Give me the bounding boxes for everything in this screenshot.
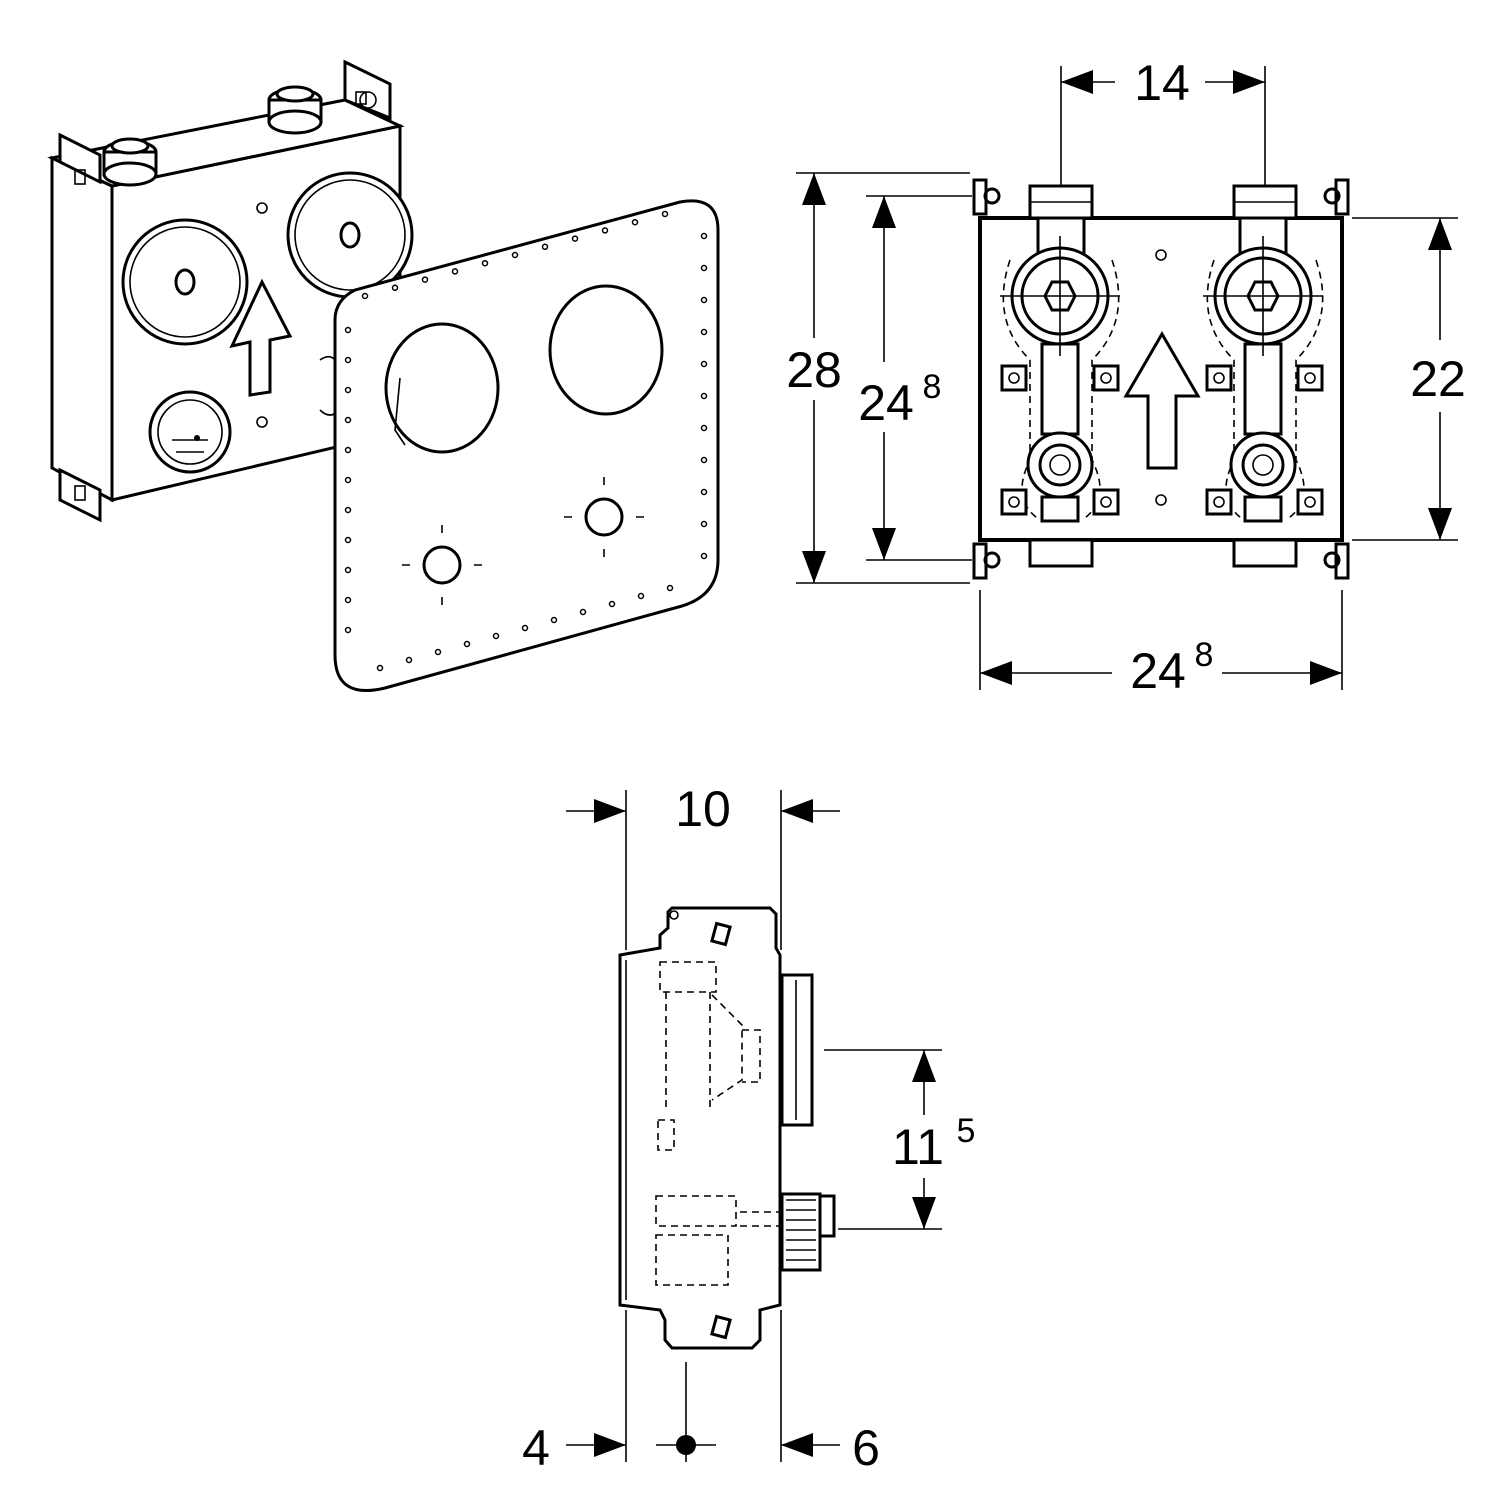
side-box-outline	[618, 906, 782, 1350]
plate-hole	[463, 640, 471, 648]
plate-opening-left	[384, 322, 500, 454]
plate-hole	[481, 259, 489, 267]
plate-opening-right	[548, 284, 664, 416]
flow-direction-arrow	[229, 278, 293, 397]
plate-hole	[700, 488, 708, 496]
plate-hole	[637, 592, 645, 600]
dim-label-22: 22	[1410, 351, 1466, 407]
plate-hole	[344, 506, 352, 514]
plate-hole	[521, 624, 529, 632]
valve-left	[1000, 216, 1120, 523]
plate-hole	[579, 608, 587, 616]
plate-hole	[661, 210, 669, 218]
plate-hole	[421, 276, 429, 283]
dim-24-8-vertical: 24 8	[858, 195, 972, 561]
plate-hole	[492, 632, 500, 640]
side-lug-top	[710, 921, 732, 947]
pipe-fittings	[1028, 184, 1298, 568]
dim-14: 14	[1060, 55, 1266, 186]
plate-hole	[344, 476, 352, 484]
plate-hole	[666, 584, 674, 592]
dim-label-4: 4	[522, 1420, 550, 1476]
plate-hole	[344, 536, 352, 544]
plate-hole	[700, 424, 708, 432]
plate-hole	[700, 456, 708, 464]
front-box-outline	[978, 216, 1344, 542]
dim-22: 22	[1352, 217, 1466, 541]
dim-label-24-horizontal: 24	[1130, 643, 1186, 699]
dim-28: 28	[786, 172, 970, 584]
dim-label-6: 6	[852, 1420, 880, 1476]
plate-hole	[361, 292, 369, 300]
hidden-internals	[655, 961, 780, 1286]
dim-11-5: 11 5	[824, 1049, 976, 1230]
plate-hole	[405, 656, 413, 664]
front-flow-arrow	[1123, 331, 1201, 470]
plate-hole	[344, 446, 352, 454]
plate-hole	[541, 243, 549, 251]
valve-right	[1203, 216, 1324, 523]
top-pipe-connectors	[102, 85, 377, 187]
plate-hole	[700, 264, 708, 272]
mounting-lugs	[972, 178, 1350, 580]
plate-small-hole-right	[564, 477, 644, 557]
valve-disks	[121, 171, 414, 346]
dim-6: 6	[780, 1310, 880, 1476]
plate-hole	[451, 268, 459, 275]
plate-hole	[344, 416, 352, 424]
center-mark	[656, 1362, 716, 1462]
plate-border-holes	[344, 210, 708, 672]
side-lug-bottom	[710, 1314, 732, 1340]
cover-plate	[333, 199, 720, 693]
dim-24-8-horizontal: 24 8	[979, 590, 1343, 699]
plate-hole	[700, 360, 708, 368]
dim-label-24-vertical: 24	[858, 375, 914, 431]
plate-hole	[550, 616, 558, 624]
dim-sup-8-horizontal: 8	[1195, 636, 1214, 674]
plate-hole	[700, 232, 708, 240]
plate-hole	[391, 284, 399, 292]
plate-hole	[631, 218, 639, 226]
isometric-view	[47, 59, 414, 523]
dim-label-14: 14	[1134, 55, 1190, 111]
plate-hole	[344, 626, 352, 634]
plate-hole	[700, 328, 708, 336]
plate-hole	[344, 596, 352, 604]
side-view: 10 11 5 4 6	[522, 781, 975, 1476]
plate-hole	[344, 566, 352, 574]
plate-hole	[700, 296, 708, 304]
plate-small-hole-left	[402, 525, 482, 605]
dim-label-10: 10	[675, 781, 731, 837]
dim-sup-5: 5	[957, 1112, 976, 1150]
plate-hole	[571, 235, 579, 242]
plate-hole	[700, 552, 708, 560]
side-front-trim	[780, 973, 836, 1272]
dim-4: 4	[522, 1310, 627, 1476]
plate-hole	[700, 392, 708, 400]
plate-hole	[344, 386, 352, 394]
dim-label-28: 28	[786, 342, 842, 398]
front-view: 14 28 24 8	[786, 55, 1466, 699]
plate-hole	[344, 356, 352, 364]
plate-hole	[434, 648, 442, 656]
fixing-clips	[1000, 364, 1324, 516]
dim-10: 10	[566, 781, 840, 950]
dim-sup-8-vertical: 8	[923, 368, 942, 406]
plate-hole	[376, 664, 384, 672]
plate-hole	[700, 520, 708, 528]
plate-hole	[601, 227, 609, 234]
bottom-outlet	[148, 355, 341, 474]
plate-hole	[511, 251, 519, 259]
plate-hole	[344, 326, 352, 334]
plate-hole	[608, 600, 616, 608]
dim-label-11: 11	[892, 1119, 944, 1175]
